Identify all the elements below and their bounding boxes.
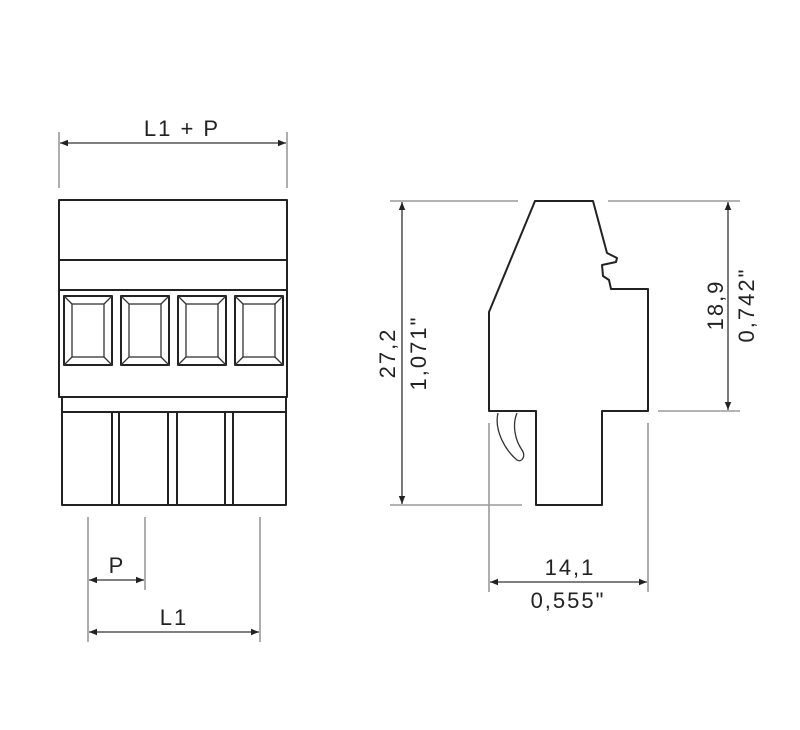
front-view: L1 + P xyxy=(58,116,288,642)
screw-opening xyxy=(234,295,284,366)
dimension-label-l1: L1 xyxy=(160,605,188,630)
side-view: 27,2 1,071" 18,9 0,742" 14,1 0,555" xyxy=(375,200,759,613)
dimension-label-upper-height-mm: 18,9 xyxy=(703,280,728,331)
dimension-label-depth-mm: 14,1 xyxy=(545,555,596,580)
dimension-label-p: P xyxy=(109,553,126,578)
screw-openings xyxy=(63,295,284,366)
screw-opening xyxy=(63,295,113,366)
dimension-label-height-mm: 27,2 xyxy=(375,328,400,379)
release-latch xyxy=(496,412,525,462)
screw-opening xyxy=(120,295,170,366)
dimension-label-upper-height-in: 0,742" xyxy=(734,268,759,343)
screw-opening xyxy=(177,295,227,366)
dimension-label-l1-plus-p: L1 + P xyxy=(144,116,220,141)
side-profile xyxy=(488,200,649,506)
dimension-label-height-in: 1,071" xyxy=(406,316,431,391)
housing-lower xyxy=(61,397,287,506)
dimension-label-depth-in: 0,555" xyxy=(531,588,606,613)
housing-upper xyxy=(58,199,288,398)
